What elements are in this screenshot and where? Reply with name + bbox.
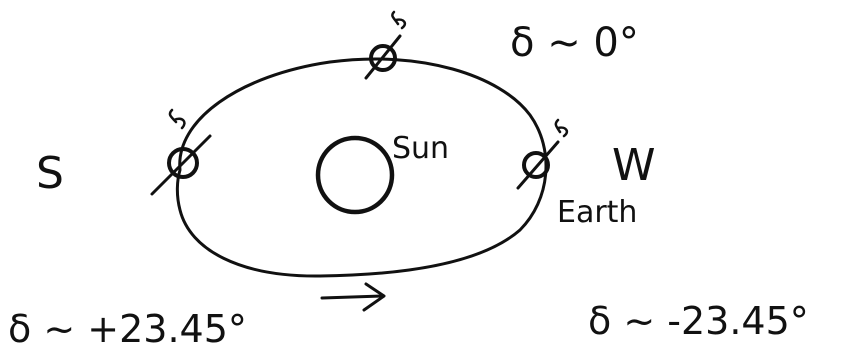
sun-circle bbox=[315, 135, 395, 215]
sun-label: Sun bbox=[392, 131, 449, 166]
earth-label: Earth bbox=[557, 195, 637, 230]
earth-left bbox=[150, 108, 212, 196]
earth-top bbox=[364, 10, 407, 80]
declination-bottom-left-label: δ ~ +23.45° bbox=[8, 307, 247, 351]
earth-right bbox=[516, 118, 569, 190]
west-label: W bbox=[612, 140, 656, 191]
declination-top-label: δ ~ 0° bbox=[510, 20, 639, 66]
declination-bottom-right-label: δ ~ -23.45° bbox=[588, 299, 809, 343]
arrow-right-icon bbox=[320, 282, 386, 312]
south-label: S bbox=[36, 148, 64, 199]
earth-orbit bbox=[175, 57, 548, 278]
